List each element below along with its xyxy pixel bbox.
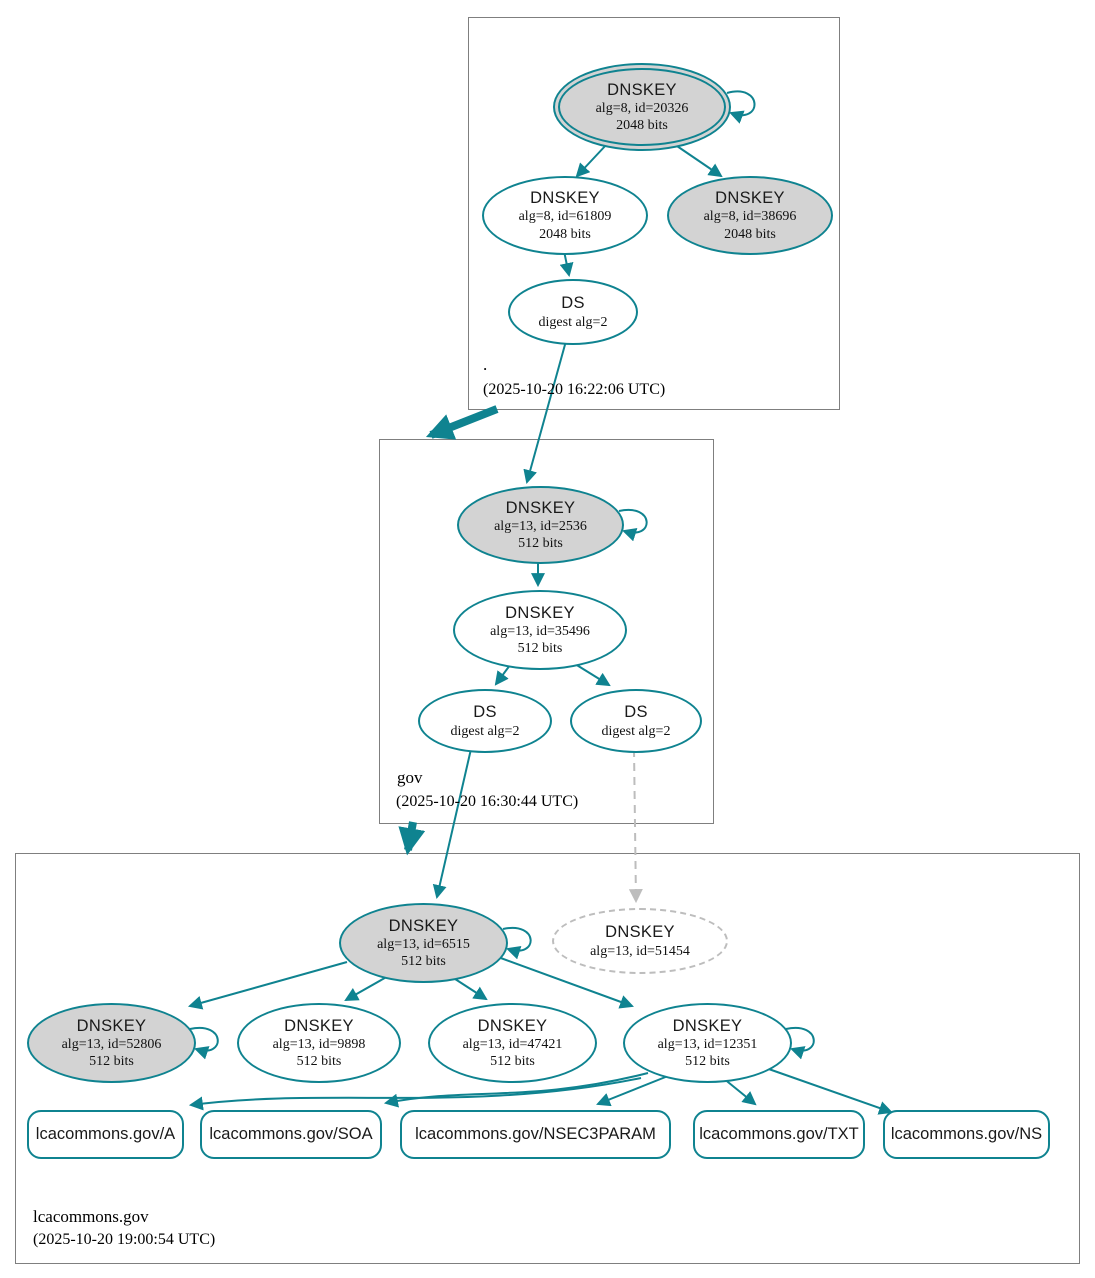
node-title: DNSKEY: [530, 189, 600, 208]
node-detail: alg=13, id=52806: [61, 1036, 162, 1052]
dnskey-node-61809: DNSKEY alg=8, id=61809 2048 bits: [482, 176, 648, 255]
ds-node-gov-left: DS digest alg=2: [418, 689, 552, 753]
node-bits: 512 bits: [296, 1054, 342, 1070]
delegation-arrow-root-to-gov: [425, 405, 499, 440]
rrset-lcacommons-gov-txt: lcacommons.gov/TXT: [693, 1110, 865, 1159]
node-detail: digest alg=2: [450, 723, 520, 739]
node-title: DNSKEY: [505, 498, 576, 517]
zone-timestamp-lcacommons-gov: (2025-10-20 19:00:54 UTC): [33, 1231, 216, 1248]
node-bits: 2048 bits: [616, 118, 668, 134]
node-detail: digest alg=2: [601, 723, 671, 739]
dnskey-node-47421: DNSKEY alg=13, id=47421 512 bits: [428, 1003, 597, 1083]
node-title: DNSKEY: [76, 1016, 147, 1035]
node-detail: alg=13, id=2536: [494, 518, 587, 534]
node-title: DNSKEY: [284, 1016, 354, 1035]
node-bits: 512 bits: [518, 536, 563, 552]
dnskey-node-52806: DNSKEY alg=13, id=52806 512 bits: [27, 1003, 196, 1083]
dnskey-node-9898: DNSKEY alg=13, id=9898 512 bits: [237, 1003, 401, 1083]
dnskey-node-38696: DNSKEY alg=8, id=38696 2048 bits: [667, 176, 833, 255]
node-bits: 2048 bits: [539, 226, 591, 242]
rrset-lcacommons-gov-soa: lcacommons.gov/SOA: [200, 1110, 382, 1159]
node-title: DNSKEY: [715, 189, 785, 208]
zone-name-root: .: [483, 355, 488, 374]
zone-name-gov: gov: [397, 768, 423, 787]
node-title: DS: [473, 703, 497, 722]
node-detail: alg=8, id=20326: [595, 100, 689, 116]
zone-timestamp-root: (2025-10-20 16:22:06 UTC): [483, 381, 666, 398]
rrset-lcacommons-gov-nsec3param: lcacommons.gov/NSEC3PARAM: [400, 1110, 671, 1159]
node-title: DNSKEY: [607, 80, 677, 99]
dnskey-node-12351: DNSKEY alg=13, id=12351 512 bits: [623, 1003, 792, 1083]
zone-name-lcacommons-gov: lcacommons.gov: [33, 1207, 149, 1226]
zone-box-root: [468, 17, 840, 410]
node-title: DS: [624, 703, 648, 722]
zone-box-lcacommons-gov: [15, 853, 1080, 1264]
node-bits: 512 bits: [685, 1054, 730, 1070]
node-bits: 2048 bits: [724, 226, 776, 242]
node-detail: alg=13, id=6515: [377, 936, 470, 952]
node-detail: alg=13, id=47421: [462, 1036, 563, 1052]
dnskey-node-51454-missing: DNSKEY alg=13, id=51454: [552, 908, 728, 974]
delegation-arrow-gov-to-lcacommons: [398, 821, 426, 856]
node-bits: 512 bits: [89, 1054, 134, 1070]
dnskey-node-6515: DNSKEY alg=13, id=6515 512 bits: [339, 903, 508, 983]
node-detail: alg=13, id=12351: [657, 1036, 758, 1052]
dnskey-node-20326: DNSKEY alg=8, id=20326 2048 bits: [553, 63, 731, 151]
node-bits: 512 bits: [401, 954, 446, 970]
rrset-lcacommons-gov-a: lcacommons.gov/A: [27, 1110, 184, 1159]
dnskey-node-2536: DNSKEY alg=13, id=2536 512 bits: [457, 486, 624, 564]
node-detail: digest alg=2: [538, 314, 608, 330]
node-bits: 512 bits: [490, 1054, 535, 1070]
dnskey-node-35496: DNSKEY alg=13, id=35496 512 bits: [453, 590, 627, 670]
rrset-lcacommons-gov-ns: lcacommons.gov/NS: [883, 1110, 1050, 1159]
ds-node-gov-right: DS digest alg=2: [570, 689, 702, 753]
node-detail: alg=8, id=61809: [518, 209, 612, 225]
node-title: DNSKEY: [477, 1016, 548, 1035]
zone-timestamp-gov: (2025-10-20 16:30:44 UTC): [396, 793, 579, 810]
node-title: DNSKEY: [505, 603, 575, 622]
node-detail: alg=8, id=38696: [703, 209, 797, 225]
node-title: DNSKEY: [672, 1016, 743, 1035]
ds-node-root: DS digest alg=2: [508, 279, 638, 345]
node-detail: alg=13, id=35496: [490, 623, 590, 639]
node-title: DNSKEY: [605, 923, 675, 942]
node-bits: 512 bits: [517, 641, 563, 657]
node-detail: alg=13, id=51454: [590, 943, 690, 959]
node-title: DNSKEY: [388, 916, 459, 935]
node-detail: alg=13, id=9898: [272, 1036, 366, 1052]
node-title: DS: [561, 294, 585, 313]
